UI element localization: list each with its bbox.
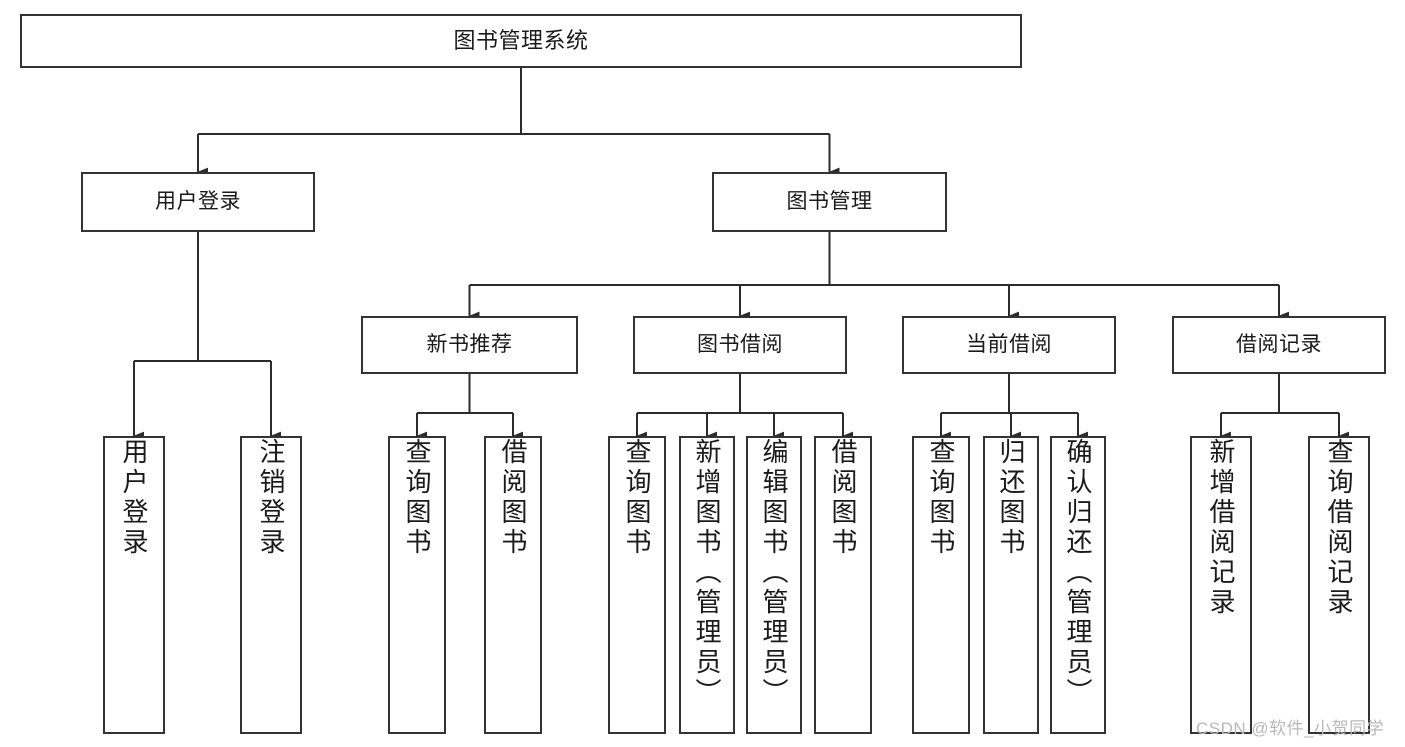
node-book-management[interactable]: 图书管理 [712,172,947,232]
node-borrowing-records[interactable]: 借阅记录 [1172,316,1386,374]
node-label: 编辑图书（管理员） [759,438,789,708]
node-label: 新书推荐 [426,332,513,356]
node-user-login-leaf[interactable]: 用户登录 [103,436,165,734]
node-borrow-books-borrow[interactable]: 借阅图书 [814,436,872,734]
node-label: 用户登录 [155,189,241,213]
node-query-books-borrow[interactable]: 查询图书 [608,436,666,734]
node-label: 当前借阅 [966,332,1052,356]
node-query-books-recommend[interactable]: 查询图书 [388,436,446,734]
node-label: 查询借阅记录 [1324,438,1354,618]
csdn-watermark: CSDN @软件_小贺同学 [1196,719,1385,738]
node-edit-book-admin[interactable]: 编辑图书（管理员） [746,436,802,734]
node-label: 查询图书 [622,438,652,558]
node-label: 归还图书 [996,438,1026,558]
node-label: 新增图书（管理员） [692,438,722,708]
node-return-books[interactable]: 归还图书 [983,436,1039,734]
node-add-borrow-record[interactable]: 新增借阅记录 [1190,436,1252,734]
node-borrow-books-recommend[interactable]: 借阅图书 [484,436,542,734]
node-book-borrowing[interactable]: 图书借阅 [633,316,847,374]
node-label: 查询图书 [402,438,432,558]
edge-paths [132,68,1350,441]
node-logout-leaf[interactable]: 注销登录 [240,436,302,734]
node-label: 借阅图书 [828,438,858,558]
node-label: 图书管理系统 [453,28,589,54]
node-label: 查询图书 [926,438,956,558]
node-label: 借阅记录 [1236,332,1322,356]
node-confirm-return-admin[interactable]: 确认归还（管理员） [1050,436,1106,734]
node-label: 图书管理 [786,189,873,213]
node-current-borrowing[interactable]: 当前借阅 [902,316,1116,374]
node-label: 注销登录 [256,438,286,558]
node-label: 新增借阅记录 [1206,438,1236,618]
node-label: 用户登录 [119,438,149,558]
node-new-book-recommendation[interactable]: 新书推荐 [361,316,578,374]
node-label: 确认归还（管理员） [1063,438,1093,708]
node-query-borrow-record[interactable]: 查询借阅记录 [1308,436,1370,734]
node-root[interactable]: 图书管理系统 [20,14,1022,68]
node-user-login[interactable]: 用户登录 [81,172,315,232]
node-add-book-admin[interactable]: 新增图书（管理员） [679,436,735,734]
node-label: 图书借阅 [697,332,783,356]
node-label: 借阅图书 [498,438,528,558]
node-query-books-current[interactable]: 查询图书 [912,436,970,734]
